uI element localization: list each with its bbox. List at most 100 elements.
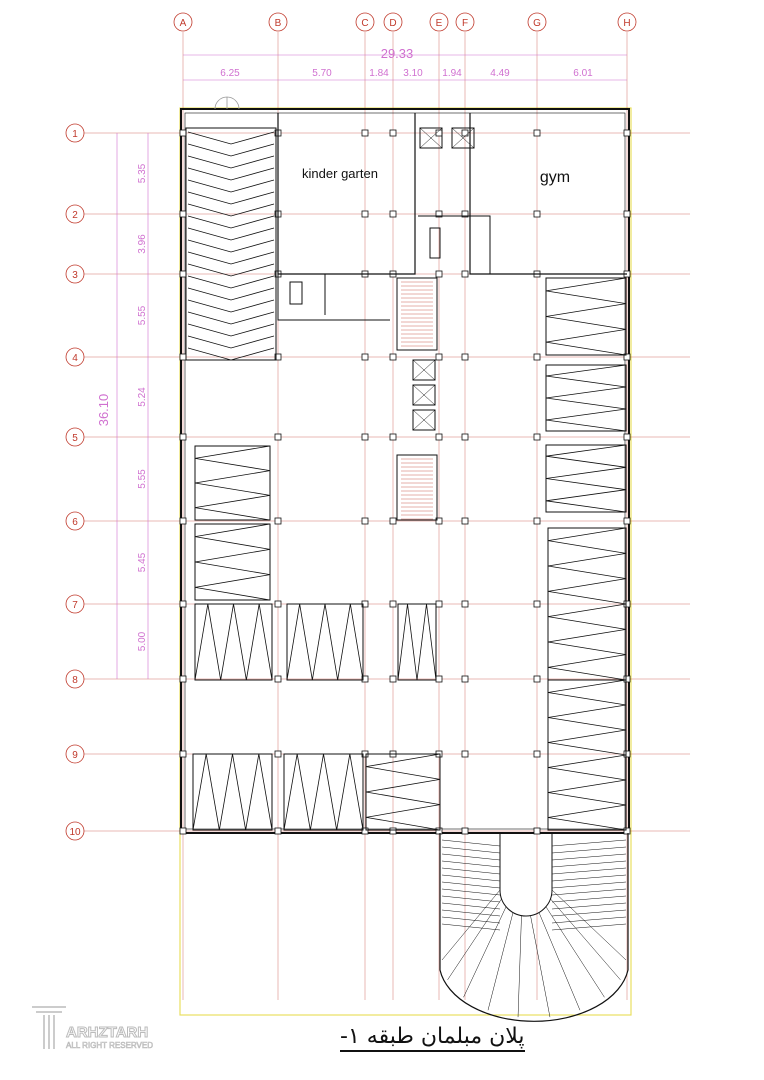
spiral-step xyxy=(545,906,605,998)
parking-stalls xyxy=(545,444,627,513)
room-label-gym: gym xyxy=(540,169,570,186)
spiral-step xyxy=(550,898,621,981)
grid-bubble xyxy=(617,12,637,32)
column-spacing-label: 6.25 xyxy=(220,68,240,79)
row-spacing-label: 5.24 xyxy=(137,387,148,407)
row-spacing-label: 5.00 xyxy=(137,631,148,651)
ramp-chevron xyxy=(187,263,275,277)
logo-name: ARHZTARH xyxy=(65,1024,149,1042)
ramp-step xyxy=(551,888,627,896)
structural-column xyxy=(461,600,469,608)
ramp-chevron xyxy=(187,251,275,265)
ramp-step xyxy=(551,895,627,903)
structural-column xyxy=(435,353,443,361)
column-spacing-label: 5.70 xyxy=(312,68,332,79)
structural-column xyxy=(435,270,443,278)
grid-bubble xyxy=(65,427,85,447)
structural-column xyxy=(179,750,187,758)
grid-bubble xyxy=(383,12,403,32)
elevator-cross xyxy=(412,359,436,381)
ramp-chevron xyxy=(187,311,275,325)
ramp-chevron xyxy=(187,155,275,169)
structural-column xyxy=(274,433,282,441)
grid-bubble xyxy=(65,594,85,614)
ramp-chevron xyxy=(187,287,275,301)
overall-height-label: 36.10 xyxy=(96,394,111,427)
structural-column xyxy=(389,129,397,137)
grid-label-row: 4 xyxy=(72,353,78,364)
elevator xyxy=(419,127,443,149)
ramp-chevron xyxy=(187,335,275,349)
structural-column xyxy=(461,129,469,137)
parking-stall-lines xyxy=(365,753,441,831)
ramp-step xyxy=(441,888,501,896)
structural-column xyxy=(179,210,187,218)
structural-column xyxy=(179,129,187,137)
grid-bubble xyxy=(65,669,85,689)
ramp-chevron xyxy=(187,191,275,205)
column-spacing-label: 6.01 xyxy=(573,68,593,79)
parking-stalls xyxy=(194,523,271,601)
structural-column xyxy=(533,827,541,835)
ramp-chevron xyxy=(187,239,275,253)
column-spacing-label: 1.84 xyxy=(369,68,389,79)
structural-column xyxy=(623,675,631,683)
spiral-ramp-outer xyxy=(439,833,629,1022)
plan-title: پلان مبلمان طبقه ۱- xyxy=(340,1024,525,1052)
parking-stall-lines xyxy=(194,523,271,601)
grid-label-col: B xyxy=(275,18,282,29)
ramp-step xyxy=(441,846,501,854)
grid-bubble xyxy=(65,123,85,143)
row-spacing-label: 5.55 xyxy=(137,469,148,489)
structural-column xyxy=(533,353,541,361)
ramp-step xyxy=(551,853,627,861)
structural-column xyxy=(435,675,443,683)
structural-column xyxy=(389,433,397,441)
ramp-step xyxy=(551,923,627,931)
structural-column xyxy=(435,517,443,525)
parking-stall-lines xyxy=(192,753,273,831)
ramp-step xyxy=(441,881,501,889)
row-spacing-label: 5.45 xyxy=(137,552,148,572)
ramp-step xyxy=(441,909,501,917)
parking-stall-lines xyxy=(194,445,271,521)
structural-column xyxy=(389,827,397,835)
elevator-cross xyxy=(412,409,436,431)
structural-column xyxy=(461,827,469,835)
structural-column xyxy=(389,517,397,525)
ramp-chevron xyxy=(187,167,275,181)
grid-label-col: H xyxy=(623,18,630,29)
spiral-step xyxy=(463,906,507,998)
grid-bubble xyxy=(65,511,85,531)
logo-subtitle: ALL RIGHT RESERVED xyxy=(66,1041,154,1051)
elevator-cross xyxy=(419,127,443,149)
room-label-kindergarten: kinder garten xyxy=(302,166,378,181)
structural-column xyxy=(533,517,541,525)
ramp-chevron xyxy=(187,215,275,229)
grid-bubble xyxy=(173,12,193,32)
parking-stall-lines xyxy=(545,277,627,356)
grid-bubble xyxy=(268,12,288,32)
grid-label-col: F xyxy=(462,18,468,29)
spiral-step xyxy=(487,912,514,1011)
elevator-cross xyxy=(412,384,436,406)
spiral-step xyxy=(441,889,501,961)
structural-column xyxy=(533,675,541,683)
structural-column xyxy=(435,210,443,218)
grid-bubble xyxy=(455,12,475,32)
grid-bubble xyxy=(65,347,85,367)
room-walls xyxy=(277,113,627,275)
structural-column xyxy=(361,827,369,835)
elevator xyxy=(412,409,436,431)
ramp-step xyxy=(551,881,627,889)
structural-column xyxy=(389,675,397,683)
ramp-chevron xyxy=(187,203,275,217)
structural-column xyxy=(389,600,397,608)
structural-column xyxy=(179,270,187,278)
ramp-step xyxy=(441,895,501,903)
structural-column xyxy=(623,750,631,758)
structural-column xyxy=(274,750,282,758)
structural-column xyxy=(461,675,469,683)
structural-column xyxy=(179,353,187,361)
